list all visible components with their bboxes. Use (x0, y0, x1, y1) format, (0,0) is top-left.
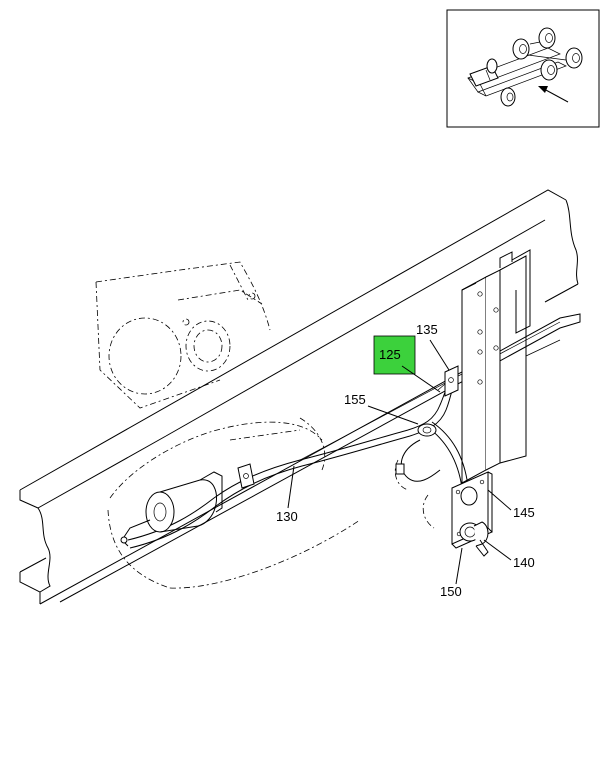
callout-145-label: 145 (513, 505, 535, 520)
callout-125-leader (401, 365, 441, 393)
hidden-lower-bracket (394, 459, 435, 529)
callout-130[interactable]: 130 (276, 465, 298, 524)
callout-155-label: 155 (344, 392, 366, 407)
callout-140-label: 140 (513, 555, 535, 570)
callout-155[interactable]: 155 (344, 392, 419, 425)
callout-150-leader (455, 547, 463, 585)
callout-135[interactable]: 135 (416, 322, 450, 371)
cylinder-unit (120, 471, 223, 547)
bracket-clip-135 (437, 365, 459, 397)
callout-140-leader (483, 539, 512, 561)
hidden-fuel-tank (107, 417, 361, 589)
inset-frame (446, 9, 600, 128)
callout-150-label: 150 (440, 584, 462, 599)
callout-135-label: 135 (416, 322, 438, 337)
hidden-wheel-housing (95, 261, 271, 409)
callout-135-leader (429, 339, 450, 371)
callout-125[interactable]: 125 (373, 335, 441, 393)
inset-arrow-icon (538, 86, 569, 103)
callout-130-leader (287, 465, 295, 509)
locator-inset (446, 9, 600, 128)
callout-130-label: 130 (276, 509, 298, 524)
crossmember-bracket (461, 249, 561, 484)
connector-140 (459, 521, 489, 557)
wiring-harness (127, 379, 469, 549)
callout-150[interactable]: 150 (440, 547, 463, 599)
callout-125-label: 125 (379, 347, 401, 362)
callout-145-leader (487, 489, 512, 511)
callout-125-highlight (373, 335, 416, 375)
callout-145[interactable]: 145 (487, 489, 535, 520)
callout-140[interactable]: 140 (483, 539, 535, 570)
callout-155-leader (367, 405, 419, 425)
inset-chassis (467, 27, 583, 107)
